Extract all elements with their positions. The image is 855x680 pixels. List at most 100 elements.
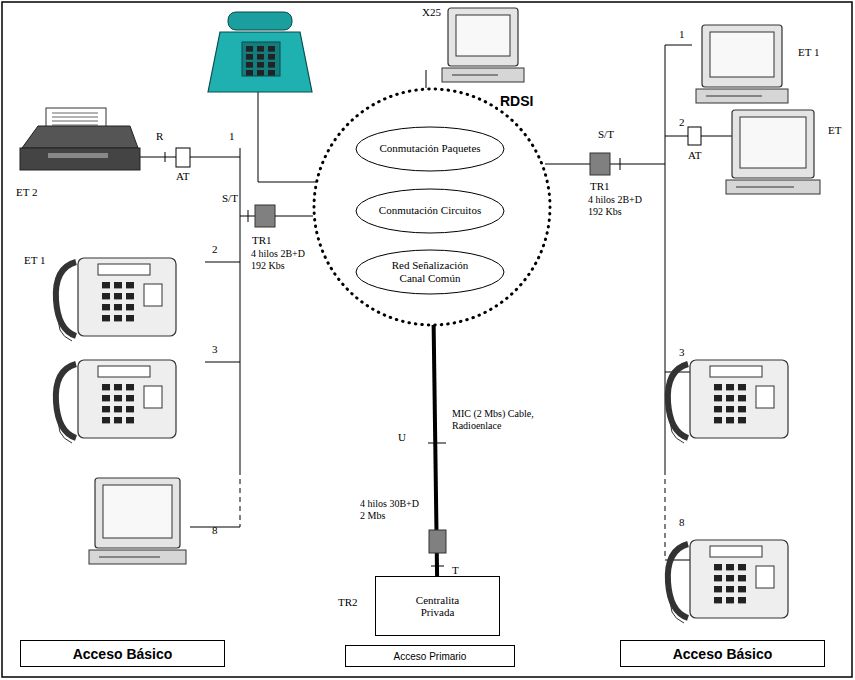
paper-line (52, 113, 98, 114)
callout-label: X25 (422, 6, 441, 19)
service-ellipse: Red Señalización Canal Común (355, 249, 505, 295)
phone-button (144, 284, 162, 306)
callout-label: TR1 (590, 180, 610, 193)
keypad-key (738, 395, 746, 401)
callout-label: ET 2 (16, 186, 38, 199)
callout-label: TR1 (252, 234, 272, 247)
keypad-key (246, 70, 253, 76)
tr1-box (255, 205, 275, 227)
keypad-key (257, 62, 264, 68)
callout-label: 1 (229, 130, 235, 143)
ellipse (356, 127, 504, 171)
phone-body (690, 360, 788, 438)
keypad-key (114, 315, 122, 321)
stub-wire (140, 157, 176, 158)
bus-wire (665, 45, 666, 470)
phone-cord (59, 415, 73, 443)
telephone-icon (56, 360, 176, 443)
keypad-key (114, 293, 122, 299)
callout-label: 3 (679, 346, 685, 359)
keypad-key (257, 46, 264, 52)
keypad-key (257, 70, 264, 76)
network-cloud: RDSI Conmutación PaquetesConmutación Circ… (312, 87, 552, 327)
keypad-key (114, 395, 122, 401)
callout-label: U (398, 431, 406, 444)
keypad-key (126, 395, 134, 401)
callout-label: S/T (598, 128, 614, 141)
node-text: Acceso Básico (621, 646, 824, 662)
paper-line (52, 121, 98, 122)
stub-wire (610, 164, 665, 165)
phone-cord (671, 595, 685, 623)
phone-display (98, 264, 150, 275)
keypad-key (246, 46, 253, 52)
label-box: Centralita Privada (375, 576, 500, 636)
fax-panel (242, 42, 280, 76)
fax-body (208, 32, 312, 92)
node-text: Acceso Básico (21, 646, 224, 662)
keypad-key (726, 586, 734, 592)
keypad-key (714, 406, 722, 412)
monitor (732, 110, 814, 178)
keypad-key (257, 54, 264, 60)
keypad-key (714, 575, 722, 581)
printer-top (22, 126, 138, 148)
keypad-key (726, 597, 734, 603)
keypad-key (738, 406, 746, 412)
ref-point-tick (620, 158, 621, 170)
keypad-key (114, 304, 122, 310)
keypad-key (246, 54, 253, 60)
phone-button (756, 566, 774, 588)
keypad-key (268, 62, 275, 68)
keypad-key (126, 384, 134, 390)
printer-icon (20, 108, 140, 170)
dotted-circle (314, 89, 550, 325)
callout-label: 4 hilos 2B+D 192 Kbs (588, 194, 650, 217)
service-ellipse: Conmutación Circuitos (355, 188, 505, 234)
callout-label: ET 1 (798, 46, 820, 59)
stub-wire (665, 136, 688, 137)
keypad-key (726, 417, 734, 423)
node-text: Centralita Privada (403, 594, 473, 618)
keypad-key (126, 315, 134, 321)
access-wire (275, 216, 313, 217)
keypad-key (738, 586, 746, 592)
access-wire (545, 164, 590, 165)
keypad-key (726, 564, 734, 570)
phone-cord (671, 415, 685, 443)
fax-icon (208, 12, 312, 92)
stub-wire (205, 362, 240, 363)
keypad-key (246, 62, 253, 68)
adapter-box (688, 127, 701, 145)
computer-icon (696, 25, 788, 103)
keypad-key (726, 406, 734, 412)
keypad-key (738, 384, 746, 390)
ref-point-tick (165, 152, 166, 162)
keypad-key (738, 564, 746, 570)
tr2-network-box (429, 530, 446, 553)
phone-body (690, 540, 788, 618)
node-text: RDSI (498, 93, 535, 109)
telephone-icon (56, 258, 176, 341)
keypad-key (114, 282, 122, 288)
callout-label: AT (176, 170, 189, 183)
phone-body (78, 258, 176, 336)
callout-label: 3 (212, 343, 218, 356)
drive-slot (99, 557, 160, 558)
telephone-icon (668, 540, 788, 623)
keypad-key (114, 406, 122, 412)
stub-wire (701, 136, 732, 137)
keypad-key (102, 293, 110, 299)
keypad-key (714, 564, 722, 570)
screen (456, 15, 510, 56)
callout-label: R (156, 130, 163, 143)
keypad-key (714, 597, 722, 603)
computer-base (89, 550, 186, 564)
keypad-key (102, 304, 110, 310)
keypad-key (738, 575, 746, 581)
label-box: Acceso Primario (345, 645, 515, 667)
service-ellipse: Conmutación Paquetes (355, 126, 505, 172)
computer-base (696, 89, 788, 103)
tr1-box (590, 153, 610, 175)
callout-label: ET 1 (24, 254, 46, 267)
